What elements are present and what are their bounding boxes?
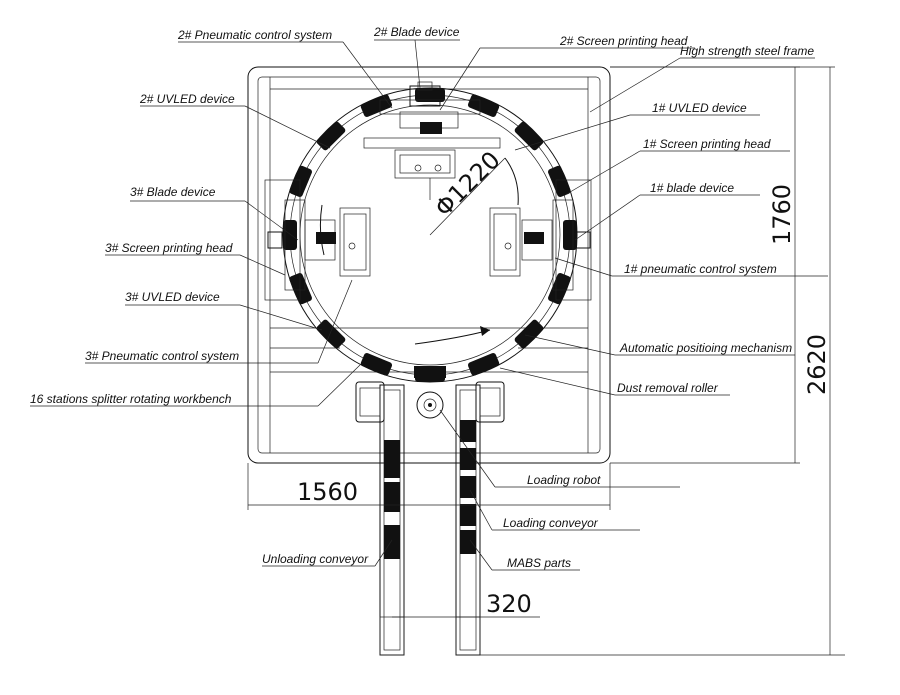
label-screen-1: 1# Screen printing head <box>643 137 771 151</box>
label-uvled-1: 1# UVLED device <box>652 101 747 115</box>
label-loading-conveyor: Loading conveyor <box>503 516 599 530</box>
station-pad <box>360 353 393 376</box>
label-dust-roller: Dust removal roller <box>617 381 719 395</box>
station-1 <box>489 179 592 301</box>
station-pad <box>514 319 544 349</box>
label-blade-2: 2# Blade device <box>373 25 460 39</box>
station-pad <box>316 319 346 349</box>
station-pad <box>467 353 500 376</box>
label-positioning: Automatic positioing mechanism <box>619 341 792 355</box>
station-pad <box>548 272 571 305</box>
leader-lines <box>30 39 828 571</box>
station-pad <box>415 88 445 102</box>
dimension-lines <box>247 66 845 656</box>
diameter-dimension: Φ1220 <box>429 146 505 222</box>
label-blade-1: 1# blade device <box>650 181 734 195</box>
loading-conveyor <box>455 384 481 656</box>
rotation-arrows <box>319 157 519 345</box>
height-total-dimension: 2620 <box>803 334 831 395</box>
station-pad <box>289 165 312 198</box>
label-mabs-parts: MABS parts <box>507 556 571 570</box>
unloading-conveyor <box>379 384 405 656</box>
station-2 <box>363 81 501 200</box>
label-unloading-conveyor: Unloading conveyor <box>262 552 369 566</box>
label-loading-robot: Loading robot <box>527 473 601 487</box>
label-uvled-2: 2# UVLED device <box>139 92 235 106</box>
station-pad <box>289 272 312 305</box>
station-pad <box>563 220 577 250</box>
label-screen-3: 3# Screen printing head <box>105 241 233 255</box>
station-pad <box>514 121 544 151</box>
station-pad <box>548 165 571 198</box>
diameter-line <box>429 157 506 236</box>
label-pneumatic-1: 1# pneumatic control system <box>624 262 777 276</box>
width-frame-dimension: 1560 <box>297 478 358 506</box>
station-pad <box>316 121 346 151</box>
label-frame: High strength steel frame <box>680 44 814 58</box>
height-frame-dimension: 1760 <box>768 184 796 245</box>
station-pad <box>283 220 297 250</box>
conveyor-gap-dimension: 320 <box>486 590 532 618</box>
station-3 <box>264 179 371 301</box>
label-workbench: 16 stations splitter rotating workbench <box>30 392 232 406</box>
label-pneumatic-2: 2# Pneumatic control system <box>177 28 332 42</box>
label-screen-2: 2# Screen printing head <box>559 34 688 48</box>
label-pneumatic-3: 3# Pneumatic control system <box>85 349 239 363</box>
label-blade-3: 3# Blade device <box>130 185 216 199</box>
label-uvled-3: 3# UVLED device <box>125 290 220 304</box>
loading-robot <box>355 366 505 423</box>
labels: 2# Pneumatic control system 2# Blade dev… <box>30 25 814 570</box>
station-pads <box>283 88 577 382</box>
